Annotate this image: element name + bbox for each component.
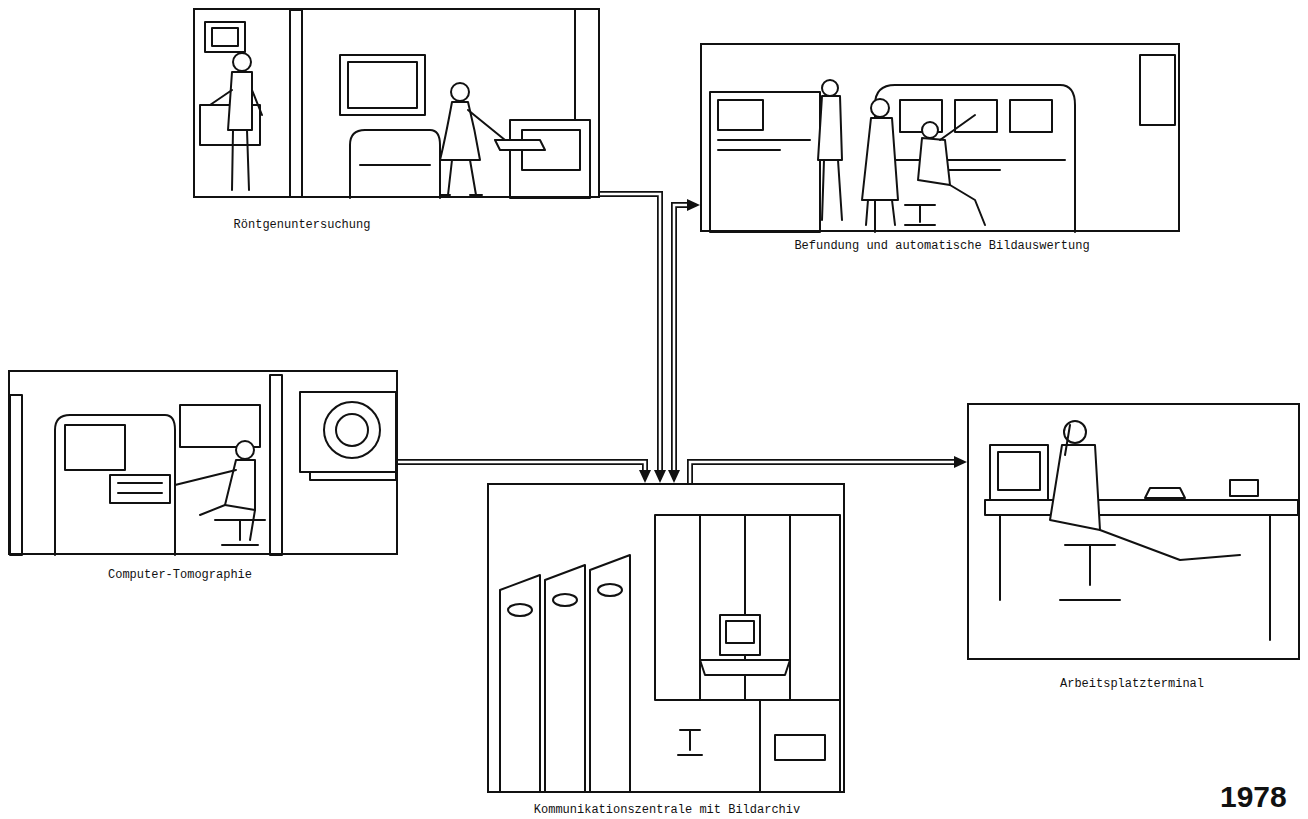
illustration-frame: Computer-Tomographie	[8, 370, 398, 555]
frame-caption: Arbeitsplatzterminal	[1060, 677, 1204, 691]
computer-center-scene	[500, 515, 840, 792]
frame-caption: Kommunikationszentrale mit Bildarchiv	[534, 803, 800, 817]
double-line-arrow	[398, 462, 651, 483]
year-label: 1978	[1220, 780, 1287, 814]
double-line-arrow	[600, 194, 666, 483]
reading-room-scene	[710, 55, 1175, 232]
illustration-frame: Kommunikationszentrale mit Bildarchiv	[487, 483, 845, 793]
terminal-scene	[985, 421, 1298, 640]
double-line-arrow	[668, 199, 700, 483]
illustration-frame: Röntgenuntersuchung	[193, 8, 600, 198]
frame-caption: Befundung und automatische Bildauswertun…	[794, 239, 1089, 253]
frame-caption: Computer-Tomographie	[108, 568, 252, 582]
illustration-frame: Befundung und automatische Bildauswertun…	[700, 43, 1180, 232]
ct-scene	[10, 375, 396, 555]
frame-caption: Röntgenuntersuchung	[234, 218, 371, 232]
double-line-arrow	[690, 456, 967, 483]
illustration-frame: Arbeitsplatzterminal	[967, 403, 1300, 660]
xray-scene	[200, 10, 590, 198]
